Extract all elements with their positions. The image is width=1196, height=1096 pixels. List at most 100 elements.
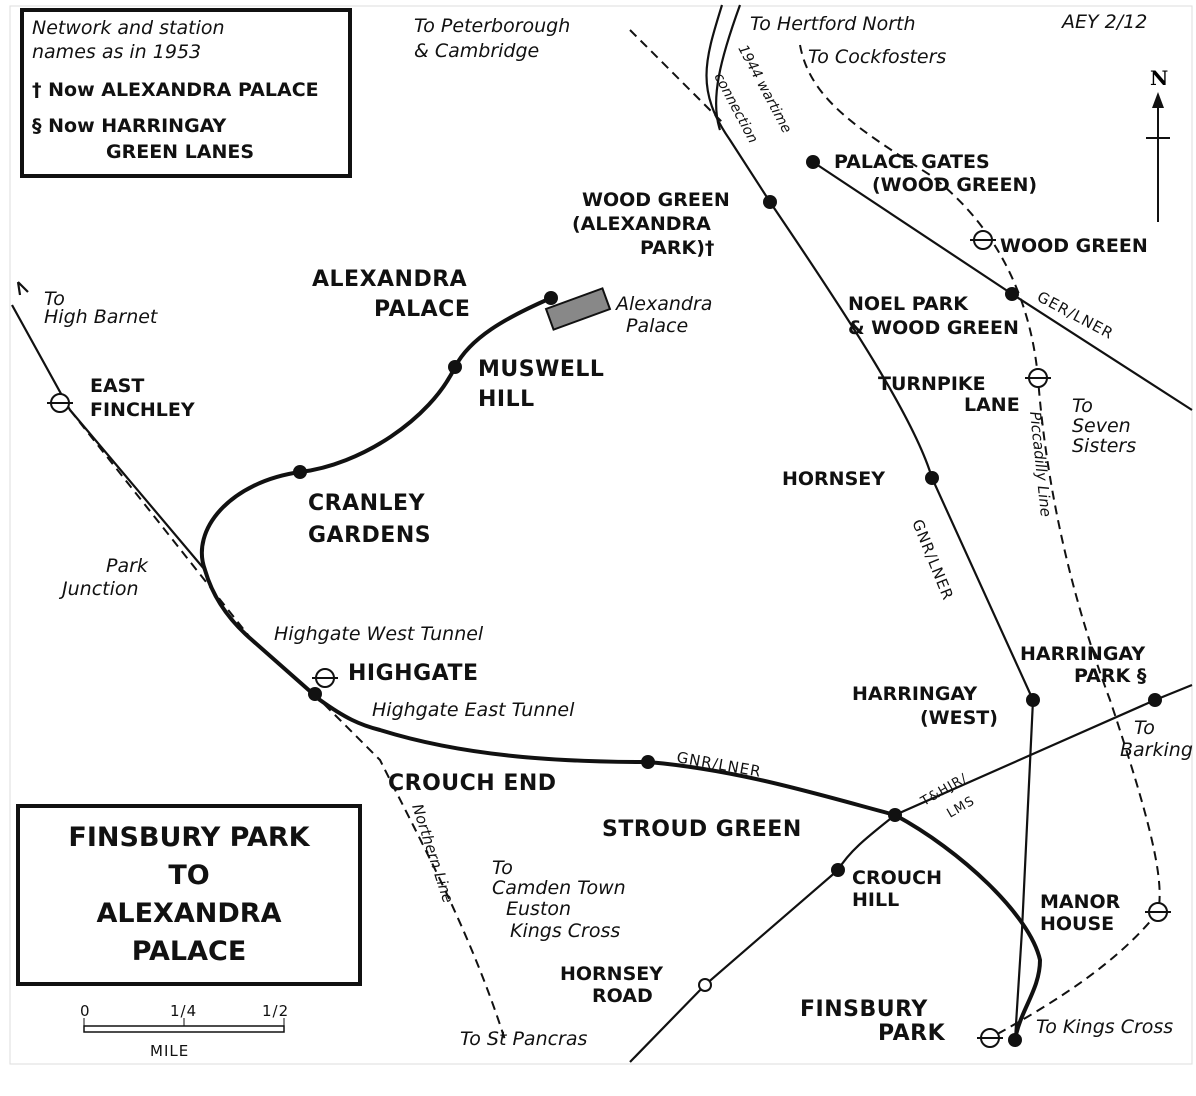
label-noel-park: & WOOD GREEN [848,317,1019,339]
label-finsbury-park: FINSBURY [800,997,928,1022]
label-to-camden-town: Euston [506,898,571,920]
north-label: N [1150,66,1168,90]
label-alexandra-palace: PALACE [374,297,470,322]
label-palace-gates: PALACE GATES [834,151,990,173]
station-dot-stroud-green[interactable] [888,808,902,822]
legend-section-note-2: GREEN LANES [106,141,254,163]
label-alexandra-palace-building: Palace [626,315,688,337]
label-hornsey: HORNSEY [782,468,885,490]
label-cranley-gardens: GARDENS [308,523,431,548]
map-title-box: FINSBURY PARK TO ALEXANDRA PALACE [16,804,362,986]
station-dot-palace-gates[interactable] [806,155,820,169]
station-labels: ALEXANDRA PALACE MUSWELL HILL CRANLEY GA… [90,151,1148,1046]
legend-line-1: Network and station [32,17,225,39]
underground-icon [47,393,73,413]
scale-tick: 0 [80,1002,91,1020]
label-hornsey-road: ROAD [592,985,653,1007]
label-to-barking: Barking [1120,739,1193,761]
label-highgate-east-tunnel: Highgate East Tunnel [372,699,575,721]
station-dot-finsbury-park[interactable] [1008,1033,1022,1047]
station-dot-hornsey-road[interactable] [698,978,712,992]
gnr-main-line [705,4,1035,1041]
label-wood-green-ap: PARK)† [640,237,714,259]
label-alexandra-palace-building: Alexandra [614,293,712,315]
label-to-camden-town: To [492,857,513,879]
label-east-finchley: FINCHLEY [90,399,195,421]
label-crouch-end: CROUCH END [388,771,557,796]
alexandra-palace-building [544,287,612,331]
label-to-high-barnet: High Barnet [44,306,159,328]
wartime-connection [714,4,742,131]
station-dot-harringay-park[interactable] [1148,693,1162,707]
label-harringay-park: HARRINGAY [1020,643,1145,665]
label-wood-green-ap: WOOD GREEN [582,189,730,211]
scale-unit: MILE [150,1042,189,1060]
label-crouch-hill: CROUCH [852,867,942,889]
legend-section-note: § Now HARRINGAY [32,115,227,137]
label-wood-green-tube: WOOD GREEN [1000,235,1148,257]
label-finsbury-park: PARK [878,1021,946,1046]
station-dot-crouch-end[interactable] [641,755,655,769]
label-turnpike-lane: LANE [964,394,1020,416]
label-to-peterborough: & Cambridge [414,40,539,62]
title-line: PALACE [132,936,247,967]
label-to-camden-town: Camden Town [492,877,626,899]
label-highgate-west-tunnel: Highgate West Tunnel [274,623,484,645]
piccadilly-line [799,44,1161,1039]
label-to-camden-town: Kings Cross [510,920,620,942]
peterborough-line [629,29,726,126]
label-to-seven-sisters: To [1072,395,1093,417]
label-hornsey-road: HORNSEY [560,963,663,985]
label-muswell-hill: MUSWELL [478,357,604,382]
alexandra-palace-branch [199,296,1043,1041]
station-dot-noel-park[interactable] [1005,287,1019,301]
underground-icon [977,1028,1003,1048]
scale-bar: 0 1/4 1/2 MILE [80,1002,288,1060]
label-to-st-pancras: To St Pancras [460,1028,588,1050]
title-line: ALEXANDRA [97,898,282,929]
legend-dagger-note: † Now ALEXANDRA PALACE [32,79,319,101]
underground-icon [970,230,996,250]
label-turnpike-lane: TURNPIKE [878,373,986,395]
label-manor-house: HOUSE [1040,913,1114,935]
label-cranley-gardens: CRANLEY [308,491,426,516]
label-wood-green-ap: (ALEXANDRA [572,213,711,235]
label-stroud-green: STROUD GREEN [602,817,802,842]
label-harringay-park: PARK § [1074,665,1147,687]
north-arrow-icon: N [1146,66,1170,222]
label-harringay-west: (WEST) [920,707,998,729]
station-dot-harringay-west[interactable] [1026,693,1040,707]
station-dot-highgate[interactable] [308,687,322,701]
label-noel-park: NOEL PARK [848,293,969,315]
label-to-high-barnet: To [44,288,65,310]
high-barnet-arrow-icon [16,281,29,296]
label-manor-house: MANOR [1040,891,1121,913]
title-line: TO [168,860,209,891]
station-dot-muswell-hill[interactable] [448,360,462,374]
label-to-cockfosters: To Cockfosters [808,46,946,68]
label-east-finchley: EAST [90,375,144,397]
label-to-kings-cross: To Kings Cross [1036,1016,1173,1038]
label-harringay-west: HARRINGAY [852,683,977,705]
underground-icon [312,668,338,688]
legend-box: Network and station names as in 1953 † N… [20,8,352,178]
label-muswell-hill: HILL [478,387,535,412]
station-dot-hornsey[interactable] [925,471,939,485]
station-dot-wood-green-ap[interactable] [763,195,777,209]
underground-icon [1145,902,1171,922]
station-dot-crouch-hill[interactable] [831,863,845,877]
map-reference: AEY 2/12 [1060,11,1147,33]
label-highgate: HIGHGATE [348,661,478,686]
label-alexandra-palace: ALEXANDRA [312,267,467,292]
label-to-barking: To [1134,717,1155,739]
label-to-hertford-north: To Hertford North [750,13,916,35]
legend-line-2: names as in 1953 [32,41,201,63]
underground-symbols [47,230,1171,1048]
scale-tick: 1/4 [170,1002,197,1020]
stations [293,155,1162,1047]
label-to-seven-sisters: Seven [1072,415,1131,437]
label-park-junction: Junction [58,578,139,600]
station-dot-alexandra-palace[interactable] [544,291,558,305]
station-dot-cranley-gardens[interactable] [293,465,307,479]
